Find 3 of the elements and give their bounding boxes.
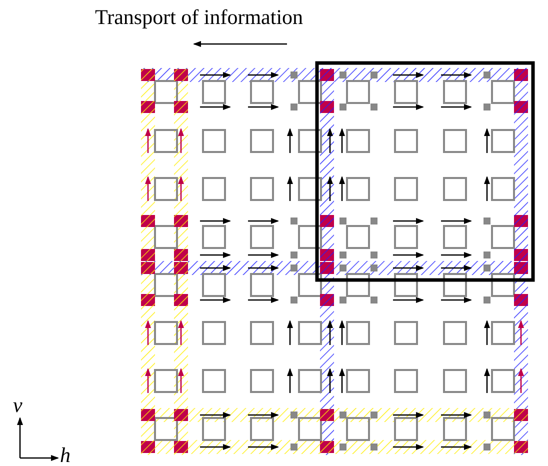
- axis-label: h: [60, 443, 70, 466]
- heading: Transport of information: [95, 5, 304, 29]
- axis-label: v: [13, 393, 22, 417]
